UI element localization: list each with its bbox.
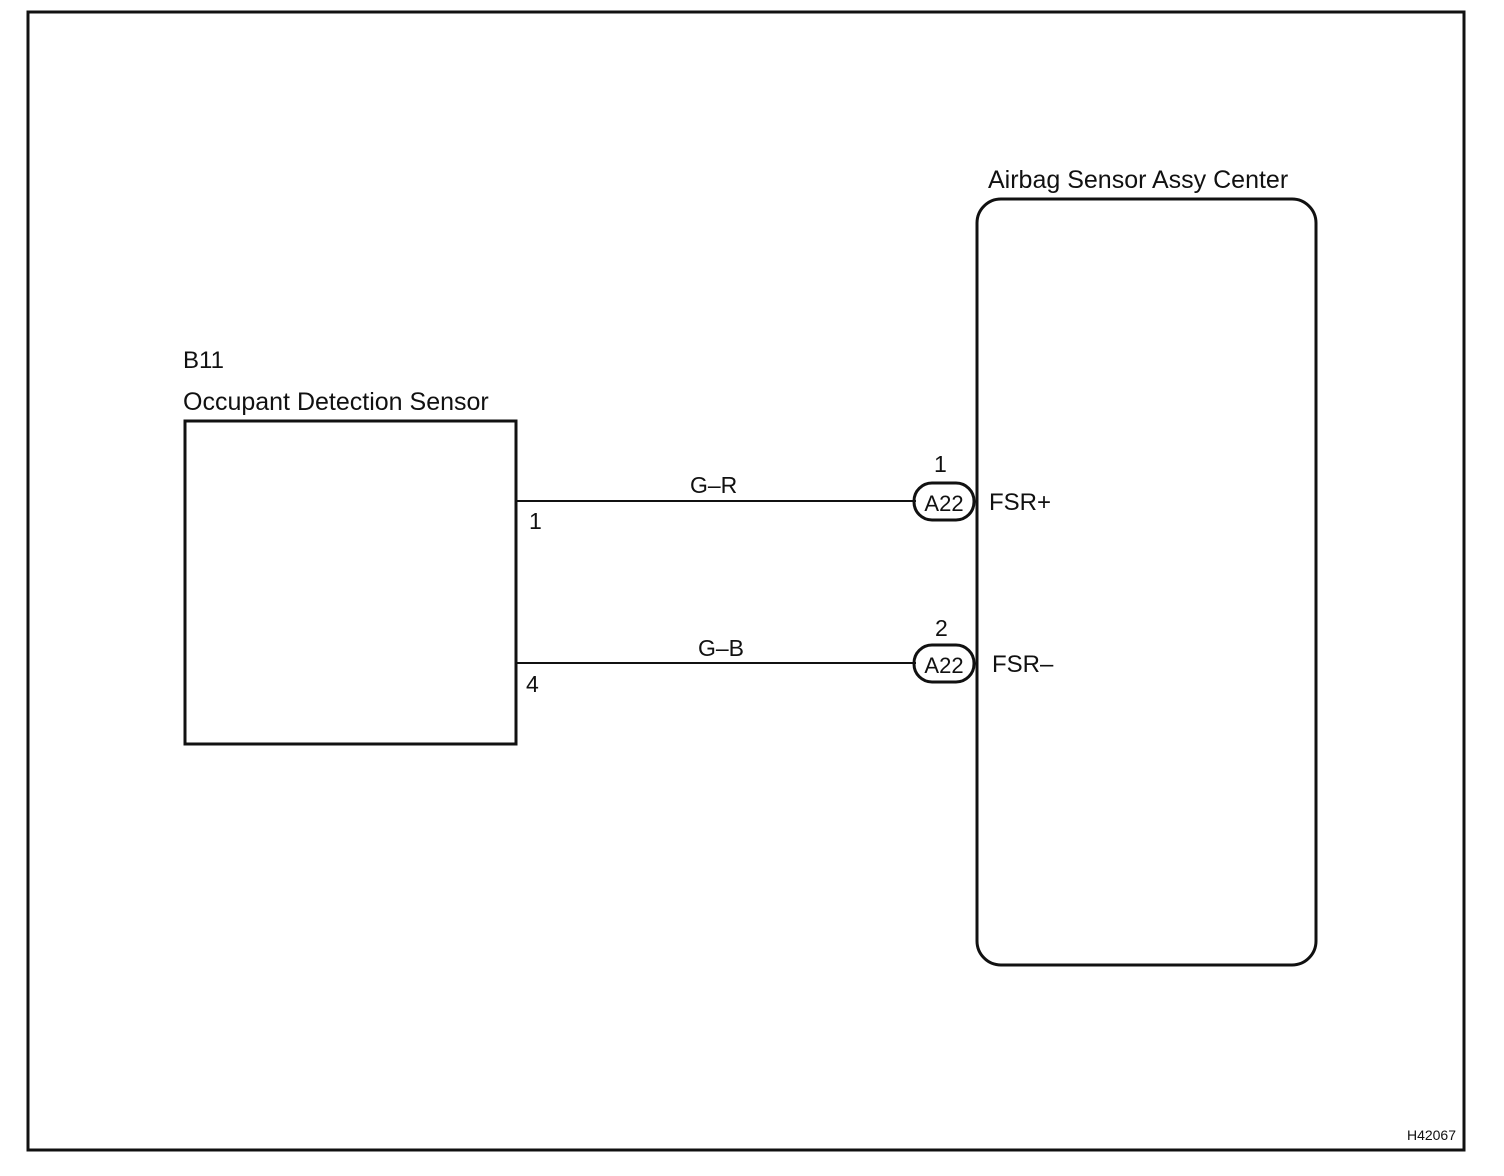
wire-2-color: G–B (698, 635, 744, 661)
diagram-frame (26, 10, 1466, 1152)
connector-a22-pin1-outline (912, 481, 976, 522)
connector-a22-pin1-label: A22 (924, 491, 963, 516)
wire-1: G–R 1 1 A22 FSR+ (516, 451, 1051, 534)
sensor-name: Occupant Detection Sensor (183, 388, 489, 416)
wire-2-ecu-pin: 2 (935, 615, 948, 641)
wire-1-sensor-pin: 1 (529, 508, 542, 534)
ecu-box (975, 197, 1318, 967)
wire-1-ecu-pin: 1 (934, 451, 947, 477)
wire-2-sensor-pin: 4 (526, 671, 539, 697)
ecu-name: Airbag Sensor Assy Center (988, 166, 1288, 194)
wire-2: G–B 4 2 A22 FSR– (516, 615, 1054, 697)
figure-id: H42067 (1407, 1127, 1456, 1143)
sensor-box (183, 419, 518, 746)
terminal-fsr-plus: FSR+ (989, 489, 1051, 516)
wire-1-color: G–R (690, 472, 737, 498)
connector-a22-pin2-outline (912, 643, 976, 684)
connector-a22-pin2-label: A22 (924, 653, 963, 678)
terminal-fsr-minus: FSR– (992, 651, 1054, 678)
sensor-code: B11 (183, 347, 224, 374)
